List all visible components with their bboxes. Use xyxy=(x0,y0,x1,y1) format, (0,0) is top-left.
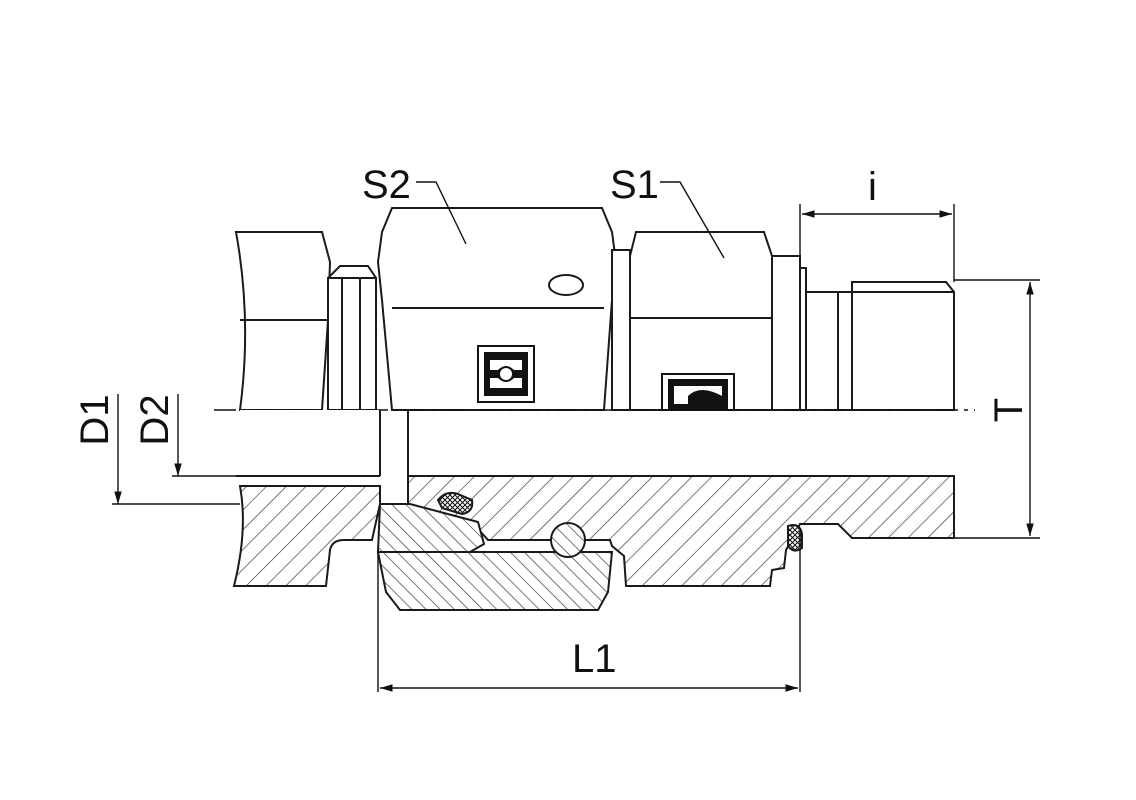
label-i: i xyxy=(868,165,877,209)
section-view xyxy=(232,475,955,611)
body-section xyxy=(407,475,955,587)
label-t: T xyxy=(987,398,1031,422)
o-ring xyxy=(550,522,586,558)
thread-body xyxy=(851,281,955,411)
vent-hole xyxy=(548,274,584,296)
ring-seal xyxy=(436,491,474,516)
nut-section xyxy=(376,551,614,611)
port-seal-symbol-icon xyxy=(661,373,735,411)
bore xyxy=(236,410,409,478)
s1-leader xyxy=(660,181,725,259)
swivel-nut-seal-symbol-icon xyxy=(477,345,535,403)
tube-section xyxy=(232,485,381,587)
thread-stub xyxy=(805,291,853,411)
s2-leader xyxy=(416,181,467,245)
neck xyxy=(327,277,377,411)
external-view xyxy=(234,207,955,411)
port-seal xyxy=(787,524,803,552)
label-d1: D1 xyxy=(73,394,117,445)
label-l1: L1 xyxy=(572,637,617,681)
label-d2: D2 xyxy=(133,394,177,445)
dimensions xyxy=(112,181,1040,692)
label-s1: S1 xyxy=(610,163,659,207)
label-s2: S2 xyxy=(362,163,411,207)
